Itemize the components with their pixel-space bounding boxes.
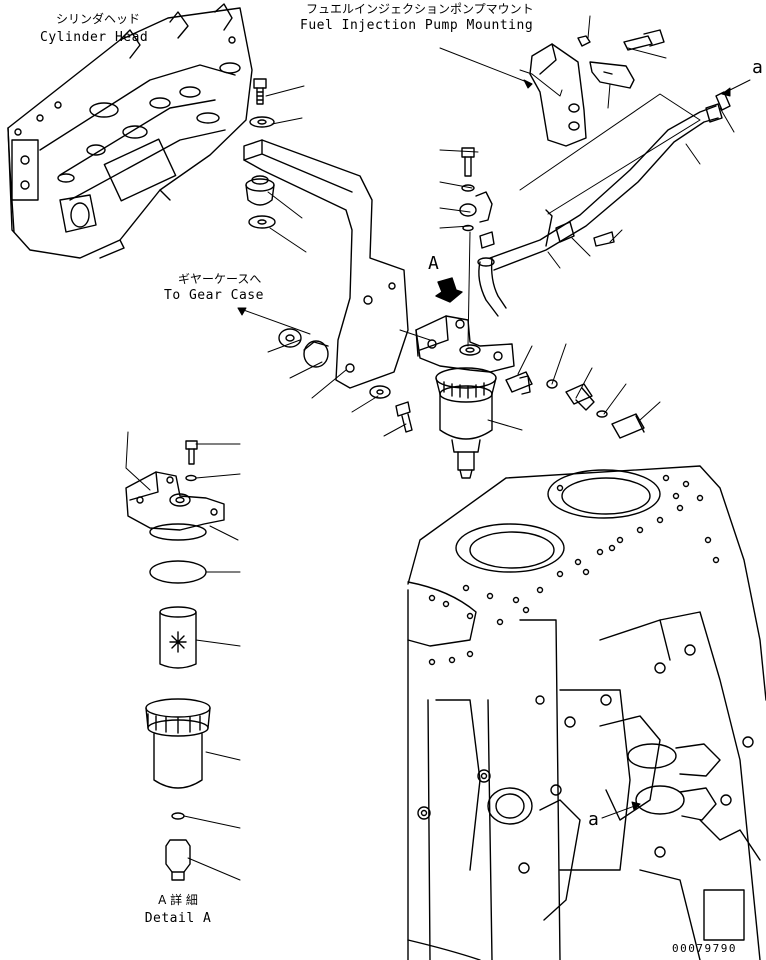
- gear-case-label-jp: ギヤーケースへ: [178, 272, 262, 286]
- filter-mount-parts: [278, 328, 413, 433]
- detail-a-label-en: Detail A: [144, 911, 212, 926]
- filter-bolts-right: [505, 371, 645, 439]
- connection-a-top: a: [752, 57, 764, 78]
- view-a-label: A: [428, 253, 440, 274]
- pump-mounting-bracket: [529, 29, 665, 147]
- connection-a-bottom: a: [588, 809, 600, 830]
- block-bolts: [417, 644, 754, 874]
- gear-case-label-en: To Gear Case: [164, 288, 264, 303]
- pump-mounting-label-jp: フュエルインジェクションポンプマウント: [306, 2, 534, 16]
- detail-a-label-jp: A 詳 細: [158, 893, 198, 907]
- banjo-fittings: [459, 147, 495, 249]
- fuel-filter: [415, 277, 515, 479]
- pump-mounting-label-en: Fuel Injection Pump Mounting: [300, 18, 534, 33]
- cylinder-block: [407, 465, 766, 960]
- cylinder-head: [7, 3, 253, 259]
- fuel-pipe: [477, 91, 731, 317]
- block-holes: [428, 474, 720, 666]
- cylinder-head-label-jp: シリンダヘッド: [56, 12, 141, 26]
- bolt-and-washers: [245, 78, 276, 229]
- detail-a: [125, 440, 225, 881]
- leader-lines: [125, 15, 751, 881]
- drawing-number: 00079790: [672, 942, 737, 955]
- mounting-bracket: [243, 139, 409, 389]
- cylinder-head-label-en: Cylinder Head: [40, 30, 149, 45]
